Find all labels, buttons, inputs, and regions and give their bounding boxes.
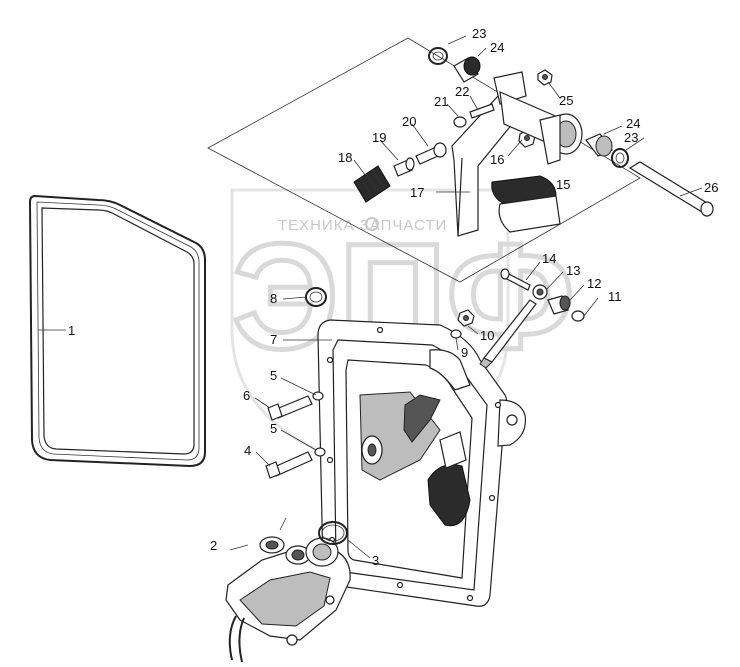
- part-21-bolt: [469, 103, 495, 119]
- callout-9: 9: [461, 345, 468, 360]
- part-11-clip: [571, 310, 585, 322]
- part-18-spring: [353, 165, 391, 203]
- callout-2: 2: [210, 538, 217, 553]
- part-22-washer: [453, 116, 467, 128]
- callout-20: 20: [402, 114, 416, 129]
- assembly-envelope: [207, 37, 641, 283]
- callout-11: 11: [608, 289, 622, 304]
- callout-12: 12: [587, 276, 601, 291]
- part-25-nut: [537, 69, 553, 86]
- callout-25: 25: [559, 93, 573, 108]
- callout-3: 3: [372, 553, 379, 568]
- callout-8: 8: [270, 291, 277, 306]
- callout-17: 17: [410, 185, 424, 200]
- callout-22: 22: [455, 84, 469, 99]
- part-24-bushing-right: [585, 133, 613, 157]
- callout-23-right: 23: [624, 130, 638, 145]
- part-4-bolt: [265, 451, 313, 479]
- part-17-pedal-lever: [451, 71, 527, 237]
- part-5-washer-lower: [314, 447, 326, 457]
- part-7-base-plate: [317, 319, 527, 607]
- callout-5-lower: 5: [270, 421, 277, 436]
- part-24-bushing-left: [453, 56, 481, 83]
- part-20-stop-bolt: [415, 142, 447, 165]
- part-13-push-rod: [479, 284, 548, 369]
- part-10-nut: [457, 309, 475, 327]
- callout-21: 21: [434, 94, 448, 109]
- part-15-pedal-pad: [491, 175, 561, 233]
- part-5-washer-upper: [312, 391, 324, 401]
- callout-13: 13: [566, 263, 580, 278]
- part-1-gasket: [28, 194, 206, 468]
- part-12-bushing: [547, 295, 571, 315]
- callout-24-right: 24: [626, 116, 640, 131]
- part-14-clevis-pin: [500, 268, 531, 291]
- callout-15: 15: [556, 177, 570, 192]
- callout-23-top: 23: [472, 26, 486, 41]
- callouts: 1 2 3 4 5 5 6 7 8 9 10 11 12 13 14 15 16…: [68, 26, 718, 568]
- callout-16: 16: [490, 152, 504, 167]
- part-6-bolt: [267, 395, 313, 421]
- callout-18: 18: [338, 150, 352, 165]
- gear-icon: [365, 217, 379, 231]
- callout-6: 6: [243, 388, 250, 403]
- pedal-shaft-housing: [499, 91, 583, 165]
- watermark: ЭПФ ТЕХНИКА ЗАПЧАСТИ: [230, 188, 577, 472]
- part-23-seal-right: [611, 148, 629, 168]
- part-2-master-cylinder: [225, 517, 351, 663]
- part-26-pedal-shaft: [628, 161, 714, 217]
- callout-24-top: 24: [490, 40, 504, 55]
- part-23-seal-left: [428, 47, 448, 65]
- part-3-o-ring: [318, 521, 348, 545]
- callout-7: 7: [270, 332, 277, 347]
- callout-5-upper: 5: [270, 368, 277, 383]
- watermark-subtitle: ТЕХНИКА ЗАПЧАСТИ: [278, 217, 447, 234]
- callout-1: 1: [68, 323, 75, 338]
- callout-19: 19: [372, 130, 386, 145]
- leader-lines: [38, 35, 703, 559]
- callout-14: 14: [542, 251, 556, 266]
- callout-4: 4: [244, 443, 251, 458]
- part-19-spring-seat: [393, 157, 415, 177]
- callout-26: 26: [704, 180, 718, 195]
- callout-10: 10: [480, 328, 494, 343]
- part-9-washer: [450, 329, 462, 339]
